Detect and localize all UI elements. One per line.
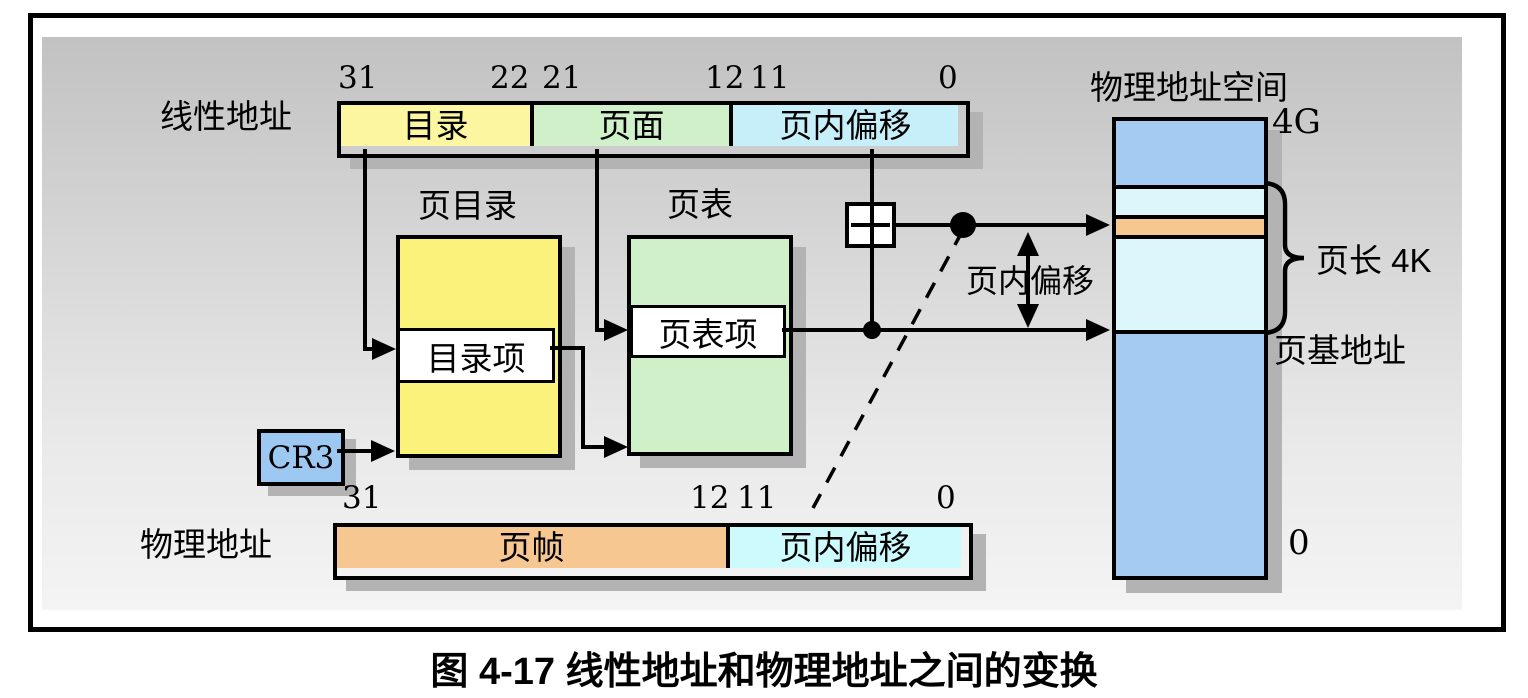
adder-plus-box bbox=[845, 202, 896, 248]
physical-address-bar: 页帧 页内偏移 bbox=[333, 523, 973, 580]
page-base-address-label: 页基地址 bbox=[1274, 332, 1406, 369]
linear-field-directory: 目录 bbox=[341, 105, 530, 146]
memory-segment-page-frame bbox=[1116, 215, 1264, 235]
memory-bottom-address-0: 0 bbox=[1288, 523, 1310, 563]
page-table-entry-box: 页表项 bbox=[630, 305, 786, 358]
physical-field-offset: 页内偏移 bbox=[726, 527, 961, 568]
physical-bit-0: 0 bbox=[936, 480, 956, 516]
linear-bit-11: 11 bbox=[750, 60, 790, 96]
linear-bit-31: 31 bbox=[338, 60, 378, 96]
memory-segment-cyan-upper bbox=[1116, 185, 1264, 215]
page-directory-title: 页目录 bbox=[418, 187, 517, 224]
page-length-label: 页长 4K bbox=[1316, 242, 1432, 279]
physical-bit-11: 11 bbox=[737, 480, 777, 516]
memory-segment-blue-top bbox=[1116, 121, 1264, 185]
directory-entry-box: 目录项 bbox=[397, 328, 555, 383]
linear-address-bar: 目录 页面 页内偏移 bbox=[337, 101, 970, 158]
figure-caption: 图 4-17 线性地址和物理地址之间的变换 bbox=[430, 651, 1098, 693]
linear-field-offset: 页内偏移 bbox=[729, 105, 958, 146]
physical-bit-31: 31 bbox=[342, 480, 382, 516]
linear-address-label: 线性地址 bbox=[160, 98, 292, 135]
physical-space-title: 物理地址空间 bbox=[1090, 69, 1288, 106]
memory-segment-cyan-lower bbox=[1116, 235, 1264, 330]
page-table-title: 页表 bbox=[667, 186, 733, 223]
memory-segment-blue-bottom bbox=[1116, 330, 1264, 576]
physical-field-frame: 页帧 bbox=[337, 527, 726, 568]
physical-address-label: 物理地址 bbox=[140, 526, 272, 563]
physical-bit-12: 12 bbox=[690, 480, 730, 516]
linear-bit-0: 0 bbox=[938, 60, 958, 96]
linear-bit-12: 12 bbox=[705, 60, 745, 96]
page-offset-annotation: 页内偏移 bbox=[966, 263, 1095, 299]
linear-bit-21: 21 bbox=[542, 60, 582, 96]
memory-top-address-4g: 4G bbox=[1272, 102, 1321, 142]
linear-field-page: 页面 bbox=[530, 105, 729, 146]
cr3-register-box: CR3 bbox=[257, 429, 345, 486]
physical-memory-column bbox=[1112, 117, 1268, 580]
linear-bit-22: 22 bbox=[490, 60, 530, 96]
